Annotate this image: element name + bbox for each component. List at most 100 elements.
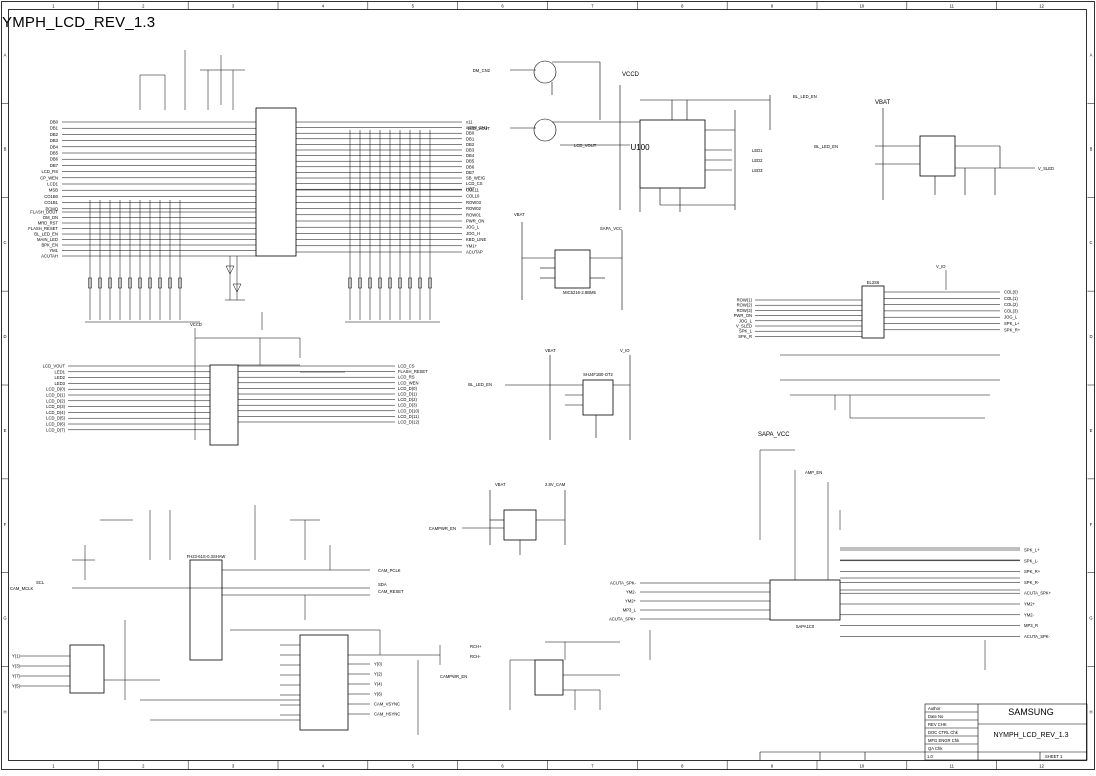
resistor	[368, 277, 372, 289]
net-label: COL11	[466, 188, 480, 193]
title-block	[759, 703, 1088, 761]
net-label: JOG_L	[466, 225, 480, 230]
net-label: PCMO	[45, 206, 58, 211]
resistor	[158, 277, 162, 289]
net-label: FLASH_RESET	[28, 226, 58, 231]
small-regulator	[509, 641, 620, 710]
net-label: MSB	[49, 188, 58, 193]
resistor	[108, 277, 112, 289]
resistor	[378, 277, 382, 289]
resistor	[428, 277, 432, 289]
title-block-label: QA Chk	[928, 746, 943, 751]
component-ref: SHJ4F1B0-OT2	[583, 372, 613, 377]
net-label: SPK_L-	[1024, 558, 1039, 563]
net-label: CAMPWR_EN	[429, 526, 456, 531]
net-label: LCD_RS	[41, 169, 58, 174]
net-label: LCD_CS	[466, 181, 483, 186]
net-label: ROW(1)	[737, 298, 753, 303]
resistor	[148, 277, 152, 289]
net-label: ROW03	[466, 200, 482, 205]
row-label: B	[1090, 146, 1093, 151]
drawing-name: NYMPH_LCD_REV_1.3	[993, 732, 1069, 739]
column-label: 12	[1039, 4, 1044, 9]
net-label: CAM_RESET	[378, 589, 404, 594]
net-label: LCD_D(0)	[398, 386, 417, 391]
column-label: 2	[142, 764, 145, 769]
column-label: 5	[412, 764, 415, 769]
lcd-connector-2	[68, 328, 395, 446]
net-label: PWR_ON	[734, 313, 752, 318]
resistor	[98, 277, 102, 289]
net-label: LED1	[55, 369, 66, 374]
column-label: 12	[1039, 764, 1044, 769]
net-label: DB2	[50, 132, 59, 137]
net-label: Y(4)	[374, 682, 383, 687]
resistor	[118, 277, 122, 289]
net-label: COL10	[466, 194, 480, 199]
net-label: LCD_D(1)	[46, 393, 65, 398]
row-label: B	[4, 146, 7, 151]
net-label: xsDM_CH1	[466, 125, 488, 130]
title-block-label: DOC CTRL Chk	[928, 730, 959, 735]
net-label: ROW(2)	[737, 303, 753, 308]
row-label: G	[3, 616, 6, 621]
column-label: 9	[771, 4, 774, 9]
net-label: LCD_D(5)	[46, 416, 65, 421]
resistor	[418, 277, 422, 289]
camera-buffer	[69, 620, 441, 735]
net-label: COL(0)	[1004, 290, 1018, 295]
net-label: Y(1)	[12, 654, 21, 659]
net-label: DB4	[50, 144, 59, 149]
net-label: LCD_D(3)	[46, 404, 65, 409]
net-label: CO1B1	[44, 200, 58, 205]
net-label: YM2+	[625, 599, 637, 604]
net-label: MP3_R	[1024, 623, 1038, 628]
net-label: YM2-	[1024, 612, 1035, 617]
net-label: DM_CN2	[473, 68, 491, 73]
row-label: C	[3, 240, 6, 245]
net-label: SB_WEIG	[466, 176, 485, 181]
net-label: ACUTA_SPK-	[1024, 634, 1051, 639]
net-label: LCD_D(0)	[46, 387, 65, 392]
net-label: YM2-	[626, 590, 637, 595]
resistor	[358, 277, 362, 289]
net-label: Y(3)	[12, 664, 21, 669]
resistor	[348, 277, 352, 289]
column-label: 5	[412, 4, 415, 9]
company-name: SAMSUNG	[1008, 707, 1054, 717]
backlight-ldo-mid	[505, 355, 631, 440]
net-label: DM_DN	[43, 215, 58, 220]
net-label: DB0	[50, 120, 59, 125]
document-title: YMPH_LCD_REV_1.3	[2, 14, 156, 31]
title-block-label: MFG ENGR Chk	[928, 738, 960, 743]
net-label: CAM_HSYNC	[374, 712, 400, 717]
component-ref: MIC5216-2.8BM5	[563, 290, 596, 295]
power-label: 2.8V_CAM	[545, 482, 566, 487]
net-label: HOT	[466, 187, 475, 192]
net-label: DB4	[466, 153, 475, 158]
net-label: ACUTA_SPK+	[609, 617, 637, 622]
net-label: KBD_LINE	[466, 237, 486, 242]
net-label: DB6	[50, 157, 59, 162]
net-label: FLASH_DOUT	[30, 210, 58, 215]
power-label: VBAT	[545, 348, 556, 353]
audio-amp	[640, 449, 1020, 670]
net-label: Y(7)	[12, 674, 21, 679]
net-label: JOG_L	[739, 318, 753, 323]
lcd-right-bus	[296, 121, 462, 323]
column-label: 1	[52, 4, 55, 9]
column-label: 8	[681, 4, 684, 9]
net-label: LCD_VOUT	[468, 126, 491, 131]
net-label: DB7	[466, 170, 475, 175]
net-label: DB7	[50, 163, 59, 168]
row-label: H	[3, 710, 6, 715]
net-label: PWR_ON	[466, 219, 484, 224]
net-label: ROW01	[466, 212, 482, 217]
resistor	[168, 277, 172, 289]
column-label: 10	[860, 764, 865, 769]
net-label: YM2+	[1024, 602, 1036, 607]
net-label: CAM_VSYNC	[374, 702, 400, 707]
lcd-connector-block	[62, 50, 297, 330]
